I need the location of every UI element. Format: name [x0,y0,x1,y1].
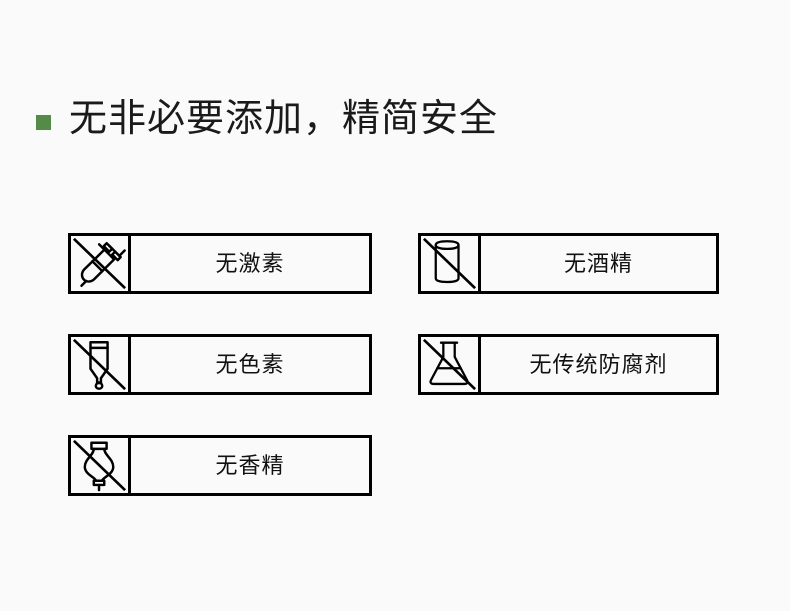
badge-no-traditional-preservative: 无传统防腐剂 [418,334,719,395]
page-title-row: 无非必要添加，精简安全 [36,100,498,138]
badge-label-cell: 无激素 [131,236,369,291]
badge-label: 无香精 [215,452,285,478]
syringe-icon [71,236,131,291]
badge-no-alcohol: 无酒精 [418,233,719,294]
badge-label-cell: 无香精 [131,438,369,493]
flask-icon [421,337,481,392]
badge-label-cell: 无传统防腐剂 [481,337,716,392]
badge-label: 无传统防腐剂 [529,351,668,377]
square-bullet-icon [36,114,51,130]
badge-label: 无激素 [215,250,285,276]
badge-no-hormone: 无激素 [68,233,372,294]
beaker-icon [421,236,481,291]
badge-label-cell: 无色素 [131,337,369,392]
dropper-icon [71,337,131,392]
badge-label: 无酒精 [563,250,633,276]
badge-label-cell: 无酒精 [481,236,716,291]
page-title: 无非必要添加，精简安全 [69,98,499,140]
perfume-bottle-icon [71,438,131,493]
badge-no-fragrance: 无香精 [68,435,372,496]
badge-no-colorant: 无色素 [68,334,372,395]
badge-label: 无色素 [215,351,285,377]
